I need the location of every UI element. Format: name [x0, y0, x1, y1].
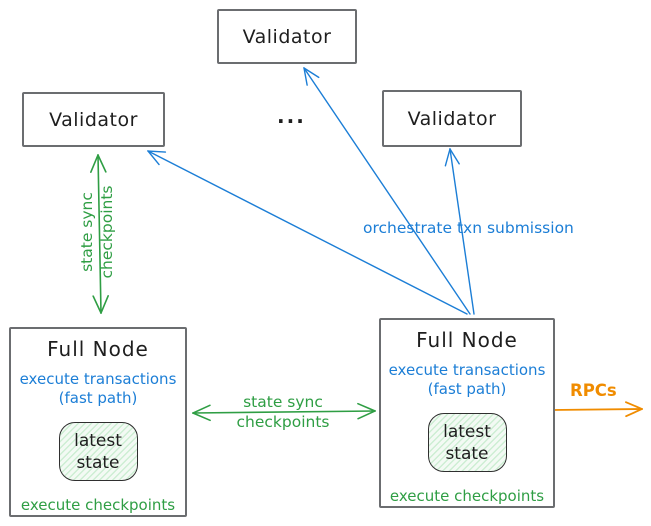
latest-state-right-line2: state — [445, 443, 489, 464]
validator-left-label: Validator — [49, 108, 138, 131]
state-sync-vertical-label-line2: checkpoints — [98, 185, 116, 279]
full-node-left-fast-path: (fast path) — [58, 389, 138, 407]
full-node-right-exec-transactions: execute transactions — [388, 361, 546, 379]
latest-state-right-line1: latest — [443, 421, 491, 442]
full-node-left-title: Full Node — [47, 337, 149, 361]
full-node-right-fast-path: (fast path) — [427, 380, 507, 398]
state-sync-arrow-horizontal — [193, 411, 375, 413]
state-sync-horizontal-label: state sync checkpoints — [237, 392, 330, 432]
validator-right-label: Validator — [407, 107, 497, 130]
state-sync-arrow-vertical — [98, 155, 101, 313]
state-sync-horizontal-label-line2: checkpoints — [236, 413, 330, 431]
orchestrate-arrow-left-validator — [148, 151, 468, 315]
state-sync-vertical-label-line1: state sync — [78, 192, 96, 272]
full-node-box-left: Full Node execute transactions (fast pat… — [9, 327, 187, 517]
latest-state-box-left: latest state — [58, 422, 138, 481]
full-node-box-right: Full Node execute transactions (fast pat… — [379, 318, 555, 508]
orchestrate-txn-submission-label: orchestrate txn submission — [363, 219, 574, 237]
latest-state-left-line1: latest — [74, 430, 122, 451]
state-sync-vertical-label: state sync checkpoints — [77, 186, 117, 279]
validator-box-left: Validator — [22, 92, 165, 147]
validators-ellipsis: ... — [277, 104, 306, 128]
validator-box-right: Validator — [382, 90, 522, 147]
rpcs-label: RPCs — [570, 381, 617, 400]
state-sync-horizontal-label-line1: state sync — [243, 393, 323, 411]
latest-state-left-line2: state — [76, 452, 120, 473]
full-node-right-title: Full Node — [416, 328, 518, 352]
full-node-right-execute-checkpoints: execute checkpoints — [389, 487, 545, 505]
rpcs-arrow — [551, 409, 642, 410]
full-node-left-exec-transactions: execute transactions — [19, 370, 177, 388]
orchestrate-arrow-top-validator — [304, 68, 471, 315]
validator-box-top: Validator — [217, 9, 357, 64]
full-node-left-execute-checkpoints: execute checkpoints — [20, 496, 176, 514]
validator-top-label: Validator — [242, 25, 332, 48]
latest-state-box-right: latest state — [427, 413, 507, 472]
orchestrate-arrow-right-validator — [450, 149, 475, 315]
